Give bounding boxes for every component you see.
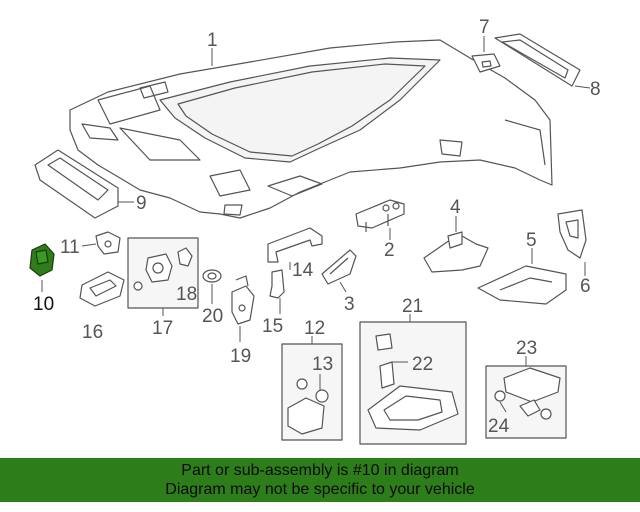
callout-5: 5 [526,230,537,251]
callout-22: 22 [412,354,433,375]
banner-line-1: Part or sub-assembly is #10 in diagram [181,462,459,479]
callout-7: 7 [479,17,490,38]
part-21-group[interactable] [359,321,467,445]
callout-23: 23 [516,338,537,359]
part-7[interactable] [471,53,501,73]
info-banner: Part or sub-assembly is #10 in diagram D… [0,458,640,502]
callout-12: 12 [304,318,325,339]
callout-20: 20 [202,306,223,327]
part-4[interactable] [423,231,489,273]
callout-3: 3 [344,294,355,315]
part-2[interactable] [355,199,405,232]
part-10-highlighted[interactable] [29,243,55,277]
callout-1: 1 [207,30,218,51]
part-3[interactable] [321,249,357,285]
callout-8: 8 [590,79,601,100]
part-15[interactable] [269,269,285,299]
part-16[interactable] [79,271,125,307]
part-23-group[interactable] [485,365,567,439]
part-12-group[interactable] [281,343,343,441]
callout-13: 13 [312,354,333,375]
callout-21: 21 [402,296,423,317]
part-5[interactable] [477,265,567,305]
part-19[interactable] [231,275,255,325]
callout-14: 14 [292,260,314,281]
callout-18: 18 [176,284,197,305]
part-6[interactable] [557,209,587,259]
callout-4: 4 [450,197,461,218]
part-17-group[interactable] [127,237,199,309]
callout-19: 19 [230,346,251,367]
callout-17: 17 [152,318,173,339]
callout-6: 6 [580,276,591,297]
headliner-part[interactable] [69,39,553,219]
part-14[interactable] [267,227,323,263]
parts-diagram: 1 7 8 9 11 10 16 17 18 20 19 14 15 2 3 4… [29,17,601,445]
part-11[interactable] [95,231,121,255]
callout-24: 24 [488,416,510,437]
part-20[interactable] [202,269,222,283]
callout-10: 10 [33,294,54,315]
part-9[interactable] [34,149,119,219]
callout-9: 9 [136,193,147,214]
callout-15: 15 [262,316,283,337]
banner-line-2: Diagram may not be specific to your vehi… [165,481,475,498]
callout-16: 16 [82,322,103,343]
callout-2: 2 [384,240,395,261]
callout-11: 11 [60,237,80,258]
part-8[interactable] [494,33,581,87]
